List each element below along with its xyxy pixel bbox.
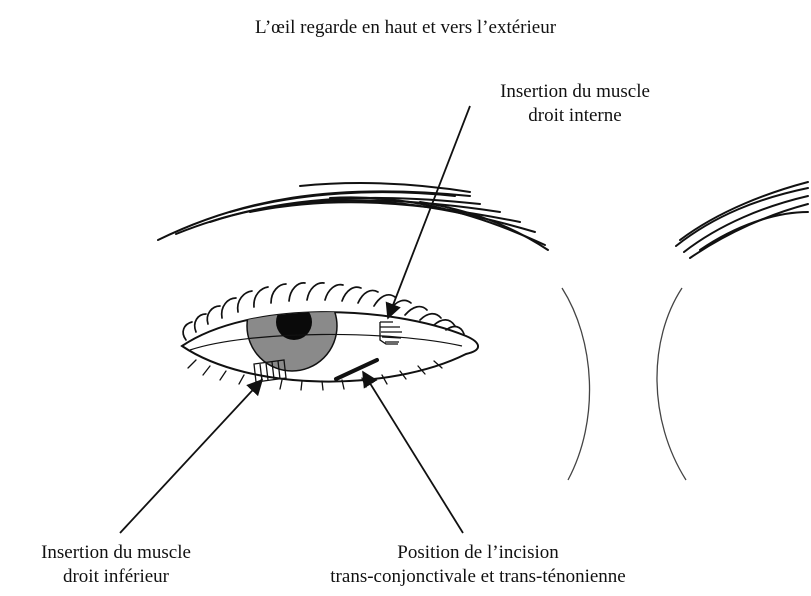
label-internal-rectus-line1: Insertion du muscle — [440, 80, 710, 104]
label-incision: Position de l’incision trans-conjonctiva… — [268, 541, 688, 589]
label-internal-rectus-line2: droit interne — [440, 104, 710, 128]
diagram-title: L’œil regarde en haut et vers l’extérieu… — [0, 16, 811, 40]
label-inferior-rectus-line2: droit inférieur — [0, 565, 232, 589]
arrow-inferior-rectus — [120, 380, 262, 533]
right-eyebrow — [676, 182, 808, 258]
left-eyebrow — [158, 183, 548, 250]
label-incision-line2: trans-conjonctivale et trans-ténonienne — [268, 565, 688, 589]
label-internal-rectus: Insertion du muscle droit interne — [440, 80, 710, 128]
label-incision-line1: Position de l’incision — [268, 541, 688, 565]
eye — [182, 281, 478, 390]
label-inferior-rectus: Insertion du muscle droit inférieur — [0, 541, 232, 589]
nose-outline — [562, 288, 686, 480]
label-inferior-rectus-line1: Insertion du muscle — [0, 541, 232, 565]
arrow-incision — [363, 372, 463, 533]
